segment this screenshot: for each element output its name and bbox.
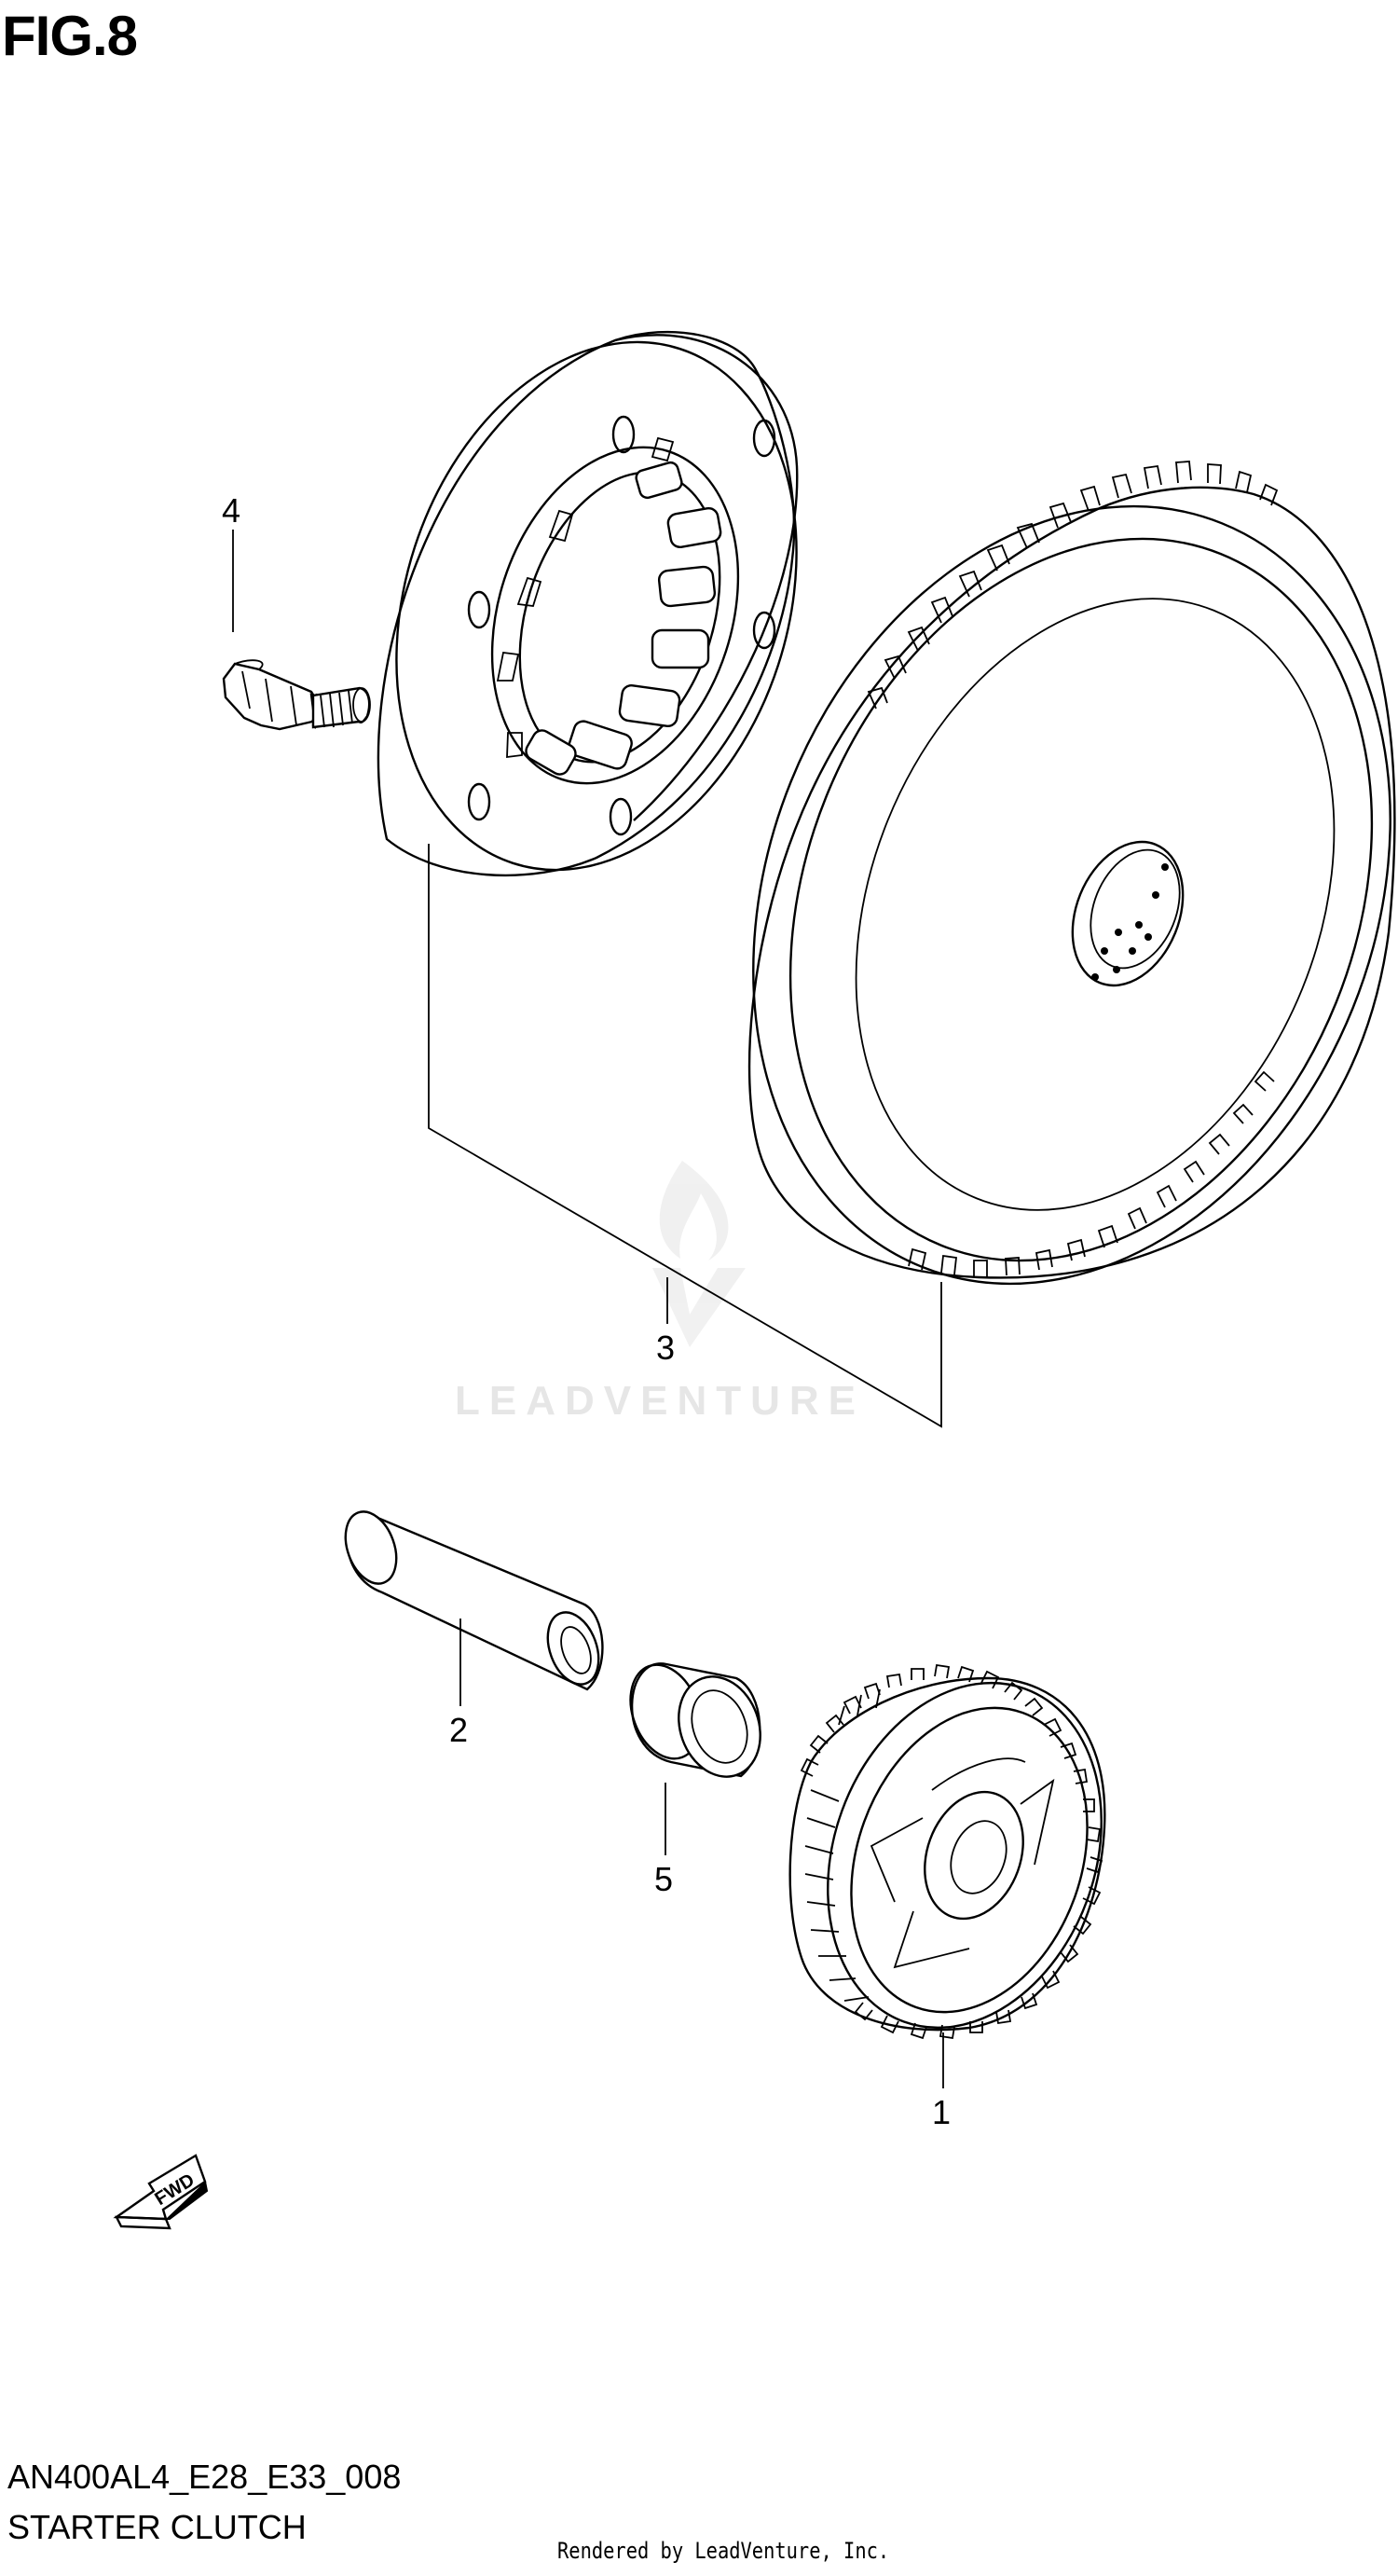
bolt-hole bbox=[467, 590, 491, 629]
bolt-thread bbox=[311, 686, 371, 729]
part-3-starter-clutch-gear[interactable] bbox=[641, 410, 1398, 1381]
callout-3: 3 bbox=[656, 1329, 675, 1367]
callout-1: 1 bbox=[932, 2093, 951, 2131]
gear-hub bbox=[870, 1757, 1055, 1969]
gear-hub bbox=[1071, 840, 1185, 987]
bolt-hole bbox=[611, 415, 636, 454]
gear-teeth bbox=[800, 1663, 1103, 2040]
model-code: AN400AL4_E28_E33_008 bbox=[7, 2458, 402, 2496]
part-2-shaft[interactable] bbox=[336, 1505, 608, 1691]
part-4-bolt[interactable] bbox=[222, 659, 371, 731]
watermark-logo bbox=[652, 1161, 746, 1347]
section-name: STARTER CLUTCH bbox=[7, 2508, 307, 2546]
callout-2: 2 bbox=[449, 1711, 468, 1749]
callout-4: 4 bbox=[222, 491, 240, 530]
watermark: LEADVENTURE bbox=[455, 1378, 866, 1424]
one-way-clutch-housing[interactable] bbox=[331, 290, 861, 922]
sprag-rollers bbox=[525, 461, 722, 776]
bolt-hole bbox=[752, 611, 776, 650]
fwd-direction-arrow: FWD bbox=[113, 2154, 209, 2230]
callout-5: 5 bbox=[654, 1860, 673, 1898]
part-1-starter-driven-gear[interactable] bbox=[781, 1645, 1147, 2067]
bolt-hole bbox=[609, 797, 633, 836]
figure-title: FIG.8 bbox=[2, 5, 138, 67]
ring-gear-teeth bbox=[867, 461, 1279, 1277]
bolt-hole bbox=[467, 782, 491, 821]
bolt-hole bbox=[752, 419, 776, 458]
part-5-bushing[interactable] bbox=[618, 1655, 774, 1788]
rendered-by-credit: Rendered by LeadVenture, Inc. bbox=[557, 2538, 890, 2564]
